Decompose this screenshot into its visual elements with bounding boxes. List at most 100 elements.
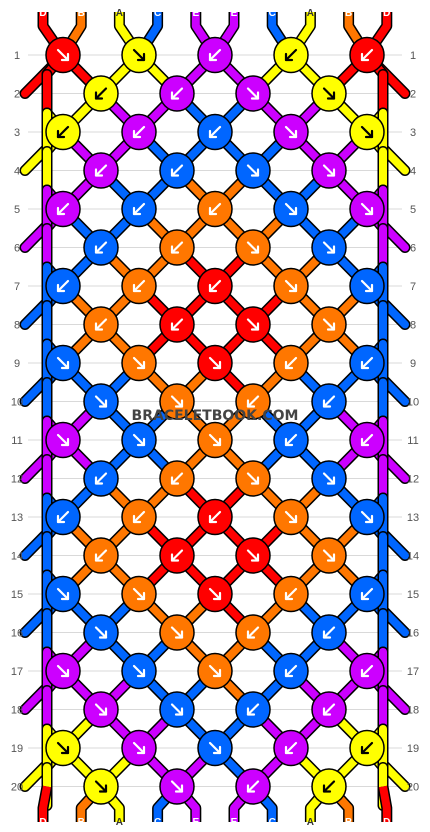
arrow-down-left-icon: [284, 741, 298, 755]
arrow-head-icon: [322, 784, 332, 793]
arrow-down-left-icon: [246, 626, 260, 639]
arrow-down-left-icon: [322, 703, 336, 716]
arrow-down-left-icon: [208, 125, 222, 139]
row-label-left: 6: [14, 243, 20, 255]
arrow-head-icon: [284, 437, 294, 447]
knot: [349, 652, 385, 690]
arrow-head-icon: [284, 52, 294, 62]
row-label-right: 16: [407, 628, 419, 640]
arrow-head-icon: [250, 322, 260, 331]
arrow-down-right-icon: [322, 164, 336, 177]
arrow-head-icon: [284, 668, 294, 678]
arrow-head-icon: [208, 129, 218, 139]
arrow-head-icon: [174, 399, 184, 408]
knot: [197, 36, 233, 74]
arrow-head-icon: [60, 437, 70, 447]
knot: [235, 229, 271, 266]
knot: [45, 729, 81, 767]
row-label-right: 13: [407, 512, 419, 524]
knot: [311, 537, 347, 574]
knot: [197, 421, 233, 459]
arrow-head-icon: [360, 52, 370, 62]
row-label-left: 11: [11, 435, 22, 447]
arrow-head-icon: [170, 476, 180, 485]
strand-label-bottom: B: [345, 817, 352, 828]
strand-label-top: B: [78, 8, 85, 19]
arrow-down-left-icon: [322, 395, 336, 408]
arrow-down-right-icon: [56, 664, 70, 678]
knot: [273, 575, 309, 613]
knot: [83, 691, 119, 728]
arrow-down-right-icon: [322, 241, 336, 254]
arrow-head-icon: [208, 206, 218, 216]
arrow-head-icon: [364, 129, 374, 139]
knot: [83, 306, 119, 343]
row-label-right: 15: [407, 589, 419, 601]
row-label-left: 12: [11, 474, 23, 486]
knot: [273, 267, 309, 305]
strand-label-bottom: E: [192, 817, 199, 828]
knot: [121, 344, 157, 382]
knot: [159, 152, 195, 189]
arrow-down-right-icon: [246, 549, 260, 562]
knot: [273, 729, 309, 767]
arrow-down-left-icon: [132, 279, 146, 293]
knot: [45, 113, 81, 151]
arrow-down-right-icon: [208, 433, 222, 447]
arrow-down-left-icon: [56, 510, 70, 524]
strand-label-bottom: E: [231, 817, 238, 828]
strand-label-bottom: D: [39, 817, 46, 828]
arrow-head-icon: [94, 476, 104, 485]
knot: [273, 36, 309, 74]
arrow-down-right-icon: [246, 241, 260, 254]
arrow-head-icon: [56, 129, 66, 139]
arrow-down-left-icon: [360, 587, 374, 601]
arrow-down-right-icon: [208, 356, 222, 370]
knot: [121, 36, 157, 74]
knot: [159, 306, 195, 343]
arrow-head-icon: [288, 283, 298, 293]
row-label-right: 9: [410, 358, 416, 370]
knot: [83, 460, 119, 497]
arrow-down-right-icon: [322, 318, 336, 331]
arrow-head-icon: [94, 91, 104, 100]
arrow-head-icon: [288, 206, 298, 216]
knot: [83, 768, 119, 805]
row-label-left: 15: [11, 589, 23, 601]
row-label-right: 19: [407, 743, 419, 755]
knot: [235, 537, 271, 574]
knot: [121, 652, 157, 690]
arrow-down-left-icon: [170, 87, 184, 100]
knot: [197, 113, 233, 151]
knot: [349, 36, 385, 74]
arrow-head-icon: [174, 707, 184, 716]
arrow-head-icon: [56, 514, 66, 524]
arrow-down-left-icon: [94, 318, 108, 331]
strand-label-top: E: [192, 8, 199, 19]
arrow-head-icon: [56, 283, 66, 293]
arrow-down-left-icon: [170, 472, 184, 485]
knot: [235, 691, 271, 728]
row-label-right: 18: [407, 705, 419, 717]
knot: [159, 768, 195, 805]
strand-label-bottom: D: [383, 817, 390, 828]
knot: [45, 36, 81, 74]
arrow-down-right-icon: [360, 510, 374, 524]
row-label-right: 1: [410, 50, 416, 62]
knot: [311, 691, 347, 728]
arrow-down-left-icon: [208, 510, 222, 524]
arrow-down-right-icon: [322, 472, 336, 485]
knot: [273, 421, 309, 459]
arrow-head-icon: [360, 437, 370, 447]
arrow-down-right-icon: [284, 202, 298, 216]
arrow-down-left-icon: [170, 318, 184, 331]
knot: [349, 267, 385, 305]
knot: [235, 614, 271, 651]
arrow-down-right-icon: [56, 741, 70, 755]
knot: [197, 267, 233, 305]
arrow-down-right-icon: [322, 549, 336, 562]
arrow-down-right-icon: [208, 587, 222, 601]
arrow-down-right-icon: [94, 780, 108, 793]
arrow-head-icon: [98, 784, 108, 793]
